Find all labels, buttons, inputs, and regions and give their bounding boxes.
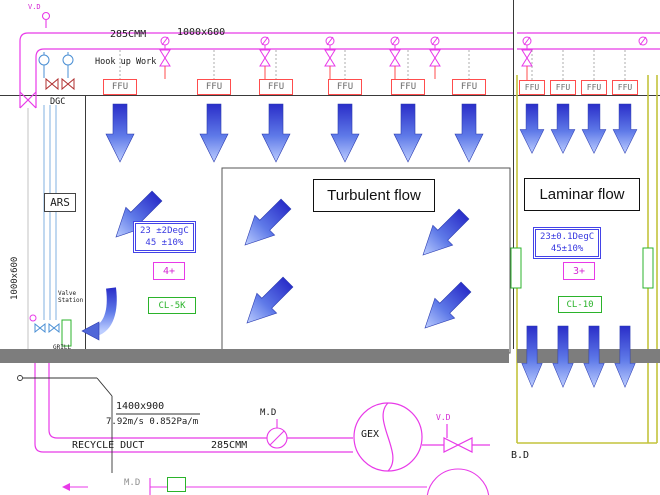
dimension-leaders: [17, 375, 200, 473]
ffu-unit: FFU: [197, 79, 231, 95]
ffu-unit: FFU: [550, 80, 576, 95]
laminar-cleanliness-box: CL-10: [558, 296, 602, 313]
ffu-unit: FFU: [328, 79, 362, 95]
ffu-unit: FFU: [103, 79, 137, 95]
valve-station-icons: [29, 314, 60, 334]
ffu-unit: FFU: [519, 80, 545, 95]
duct-drop-valves: [159, 36, 648, 80]
laminar-temp-spec: 23±0.1DegC: [540, 232, 595, 242]
return-flow-curved-arrow: [81, 287, 117, 341]
control-instruments: [38, 52, 74, 320]
turbulent-temp-spec: 23 ±2DegC: [140, 226, 189, 236]
bottom-green-box: [167, 477, 186, 492]
valve-station-label: Valve Station: [58, 290, 84, 304]
dgc-label: DGC: [50, 97, 66, 107]
md-damper-icon: [266, 419, 288, 449]
ffu-unit: FFU: [452, 79, 486, 95]
turbulent-flow-label: Turbulent flow: [313, 179, 435, 212]
laminar-flow-label: Laminar flow: [524, 178, 640, 211]
hook-up-work-label: Hook up Work: [95, 57, 157, 67]
downflow-arrows-main: [105, 103, 484, 163]
md-damper-label: M.D: [260, 408, 277, 418]
valve-station-line2: Station: [58, 296, 84, 304]
turbulent-spec-box: 23 ±2DegC 45 ±10%: [133, 221, 196, 253]
md-bottom-label: M.D: [124, 478, 141, 488]
ffu-feed-lines: [119, 50, 626, 80]
ffu-unit: FFU: [391, 79, 425, 95]
vd-top-label: V.D: [28, 3, 41, 11]
supply-duct: [19, 32, 660, 363]
supply-duct-dim-label: 1000x600: [177, 27, 226, 38]
recycle-duct-label: RECYCLE DUCT: [72, 440, 145, 451]
riser-dim-label: 1000x600: [10, 256, 20, 300]
bd-damper-label: B.D: [511, 450, 530, 461]
ffu-unit: FFU: [612, 80, 638, 95]
laminar-humidity-spec: 45±10%: [550, 244, 584, 254]
recycle-duct: [34, 363, 490, 453]
wall-filter-grilles: [61, 247, 654, 347]
grill-label: GRILL: [53, 344, 72, 351]
supply-flow-rate-label: 285CMM: [110, 29, 147, 40]
turbulent-class-box: 4+: [153, 262, 185, 280]
return-duct-dim-label: 1400x900: [116, 401, 165, 412]
bottom-equipment: [41, 11, 490, 495]
downflow-arrows-laminar: [519, 103, 638, 154]
return-duct-velocity-label: 7.92m/s 0.852Pa/m: [106, 417, 199, 427]
gex-fan-label: GEX: [361, 429, 380, 440]
dgc-damper-icons: [45, 77, 75, 91]
turbulent-humidity-spec: 45 ±10%: [145, 238, 184, 248]
laminar-class-box: 3+: [563, 262, 595, 280]
valve-station-line1: Valve: [58, 290, 77, 297]
turbulent-cleanliness-box: CL-5K: [148, 297, 196, 314]
ffu-unit: FFU: [259, 79, 293, 95]
laminar-spec-box: 23±0.1DegC 45±10%: [533, 227, 602, 259]
gex-fan-icon: [353, 402, 423, 472]
recycle-flow-rate-label: 285CMM: [211, 440, 248, 451]
ffu-unit: FFU: [581, 80, 607, 95]
ars-box: ARS: [44, 193, 76, 212]
vd-bottom-label: V.D: [436, 413, 451, 422]
